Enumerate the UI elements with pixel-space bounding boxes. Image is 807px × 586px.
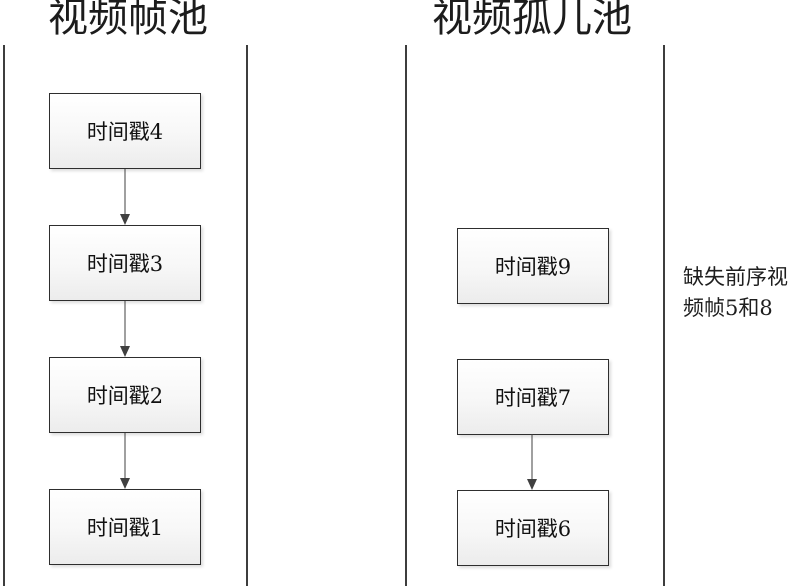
arrow-down-icon xyxy=(120,478,130,489)
node-timestamp-6: 时间戳6 xyxy=(457,490,609,566)
node-label: 时间戳7 xyxy=(494,386,572,410)
pool-title-video-orphan-pool: 视频孤儿池 xyxy=(432,0,632,41)
node-timestamp-3: 时间戳3 xyxy=(49,225,201,301)
node-label: 时间戳3 xyxy=(86,252,164,276)
node-timestamp-9: 时间戳9 xyxy=(457,228,609,304)
node-label: 时间戳6 xyxy=(494,517,572,541)
node-label: 时间戳1 xyxy=(86,516,164,540)
pool-title-video-frame-pool: 视频帧池 xyxy=(48,0,208,41)
connector-arrow-4-to-3 xyxy=(120,169,130,225)
annotation-line-1: 缺失前序视 xyxy=(683,265,788,289)
node-label: 时间戳4 xyxy=(86,120,164,144)
node-timestamp-7: 时间戳7 xyxy=(457,359,609,435)
node-label: 时间戳9 xyxy=(494,255,572,279)
node-timestamp-2: 时间戳2 xyxy=(49,357,201,433)
lane-divider-left-inner xyxy=(246,45,248,586)
lane-divider-right-inner xyxy=(663,45,665,586)
annotation-line-2: 频帧5和8 xyxy=(683,296,773,320)
arrow-shaft xyxy=(124,301,126,347)
arrow-shaft xyxy=(124,433,126,479)
arrow-shaft xyxy=(124,169,126,215)
lane-divider-left-outer xyxy=(3,45,5,586)
node-label: 时间戳2 xyxy=(86,384,164,408)
arrow-down-icon xyxy=(527,479,537,490)
node-timestamp-1: 时间戳1 xyxy=(49,489,201,565)
node-timestamp-4: 时间戳4 xyxy=(49,93,201,169)
arrow-down-icon xyxy=(120,346,130,357)
missing-frames-annotation: 缺失前序视 频帧5和8 xyxy=(683,262,807,324)
connector-arrow-2-to-1 xyxy=(120,433,130,489)
arrow-down-icon xyxy=(120,214,130,225)
connector-arrow-7-to-6 xyxy=(527,434,537,490)
connector-arrow-3-to-2 xyxy=(120,301,130,357)
arrow-shaft xyxy=(531,434,533,480)
lane-divider-right-outer xyxy=(405,45,407,586)
